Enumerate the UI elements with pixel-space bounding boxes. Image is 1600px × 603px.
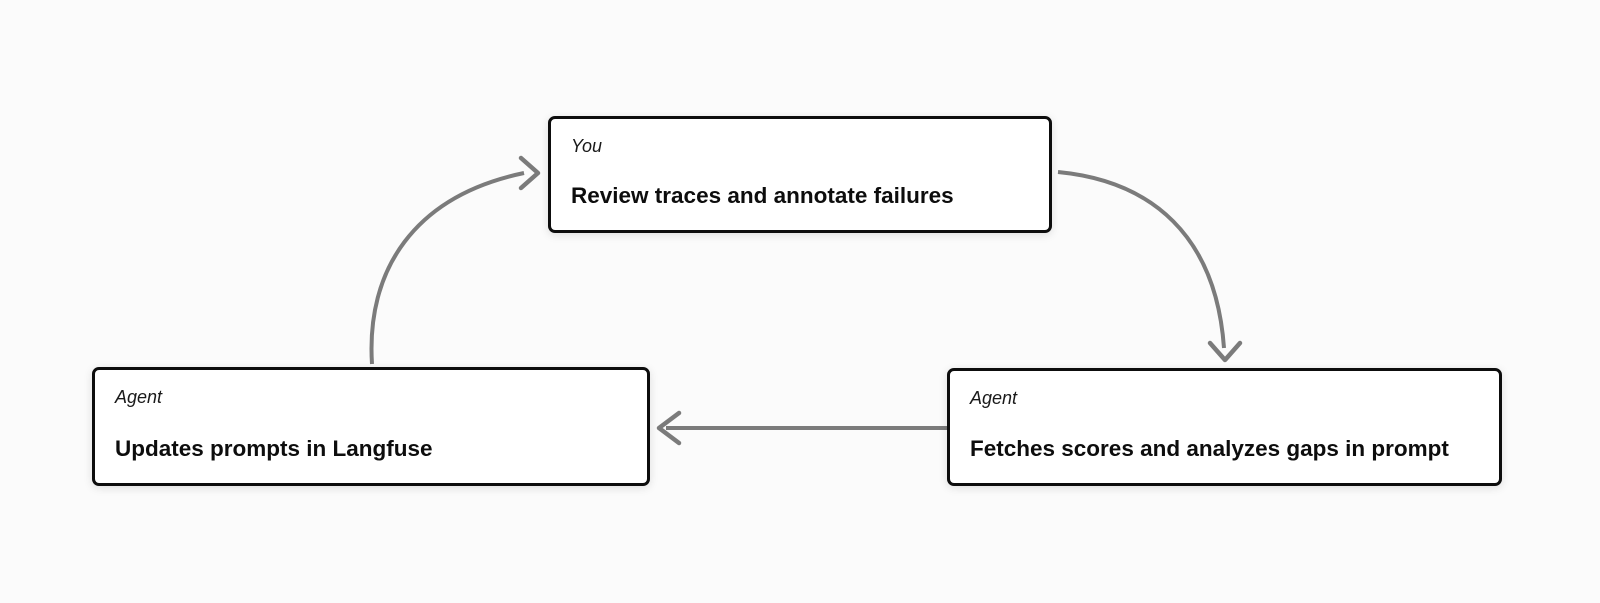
arrowhead-right-icon <box>518 155 541 191</box>
node-action-title: Updates prompts in Langfuse <box>115 436 433 461</box>
node-action-title: Review traces and annotate failures <box>571 183 954 208</box>
node-fetches-scores: Agent Fetches scores and analyzes gaps i… <box>947 368 1502 486</box>
edge-fetches-to-updates <box>656 410 947 446</box>
node-review-traces: You Review traces and annotate failures <box>548 116 1052 233</box>
edge-updates-to-review-line <box>369 171 525 365</box>
edge-review-to-fetches <box>1057 170 1243 363</box>
node-action-title: Fetches scores and analyzes gaps in prom… <box>970 436 1449 461</box>
node-updates-prompts: Agent Updates prompts in Langfuse <box>92 367 650 486</box>
node-actor-label: You <box>571 136 603 156</box>
arrowhead-down-icon <box>1207 340 1243 363</box>
node-actor-label: Agent <box>970 388 1018 408</box>
edge-updates-to-review <box>369 155 541 365</box>
edge-review-to-fetches-line <box>1057 170 1226 349</box>
arrowhead-left-icon <box>656 410 682 446</box>
node-actor-label: Agent <box>115 387 163 407</box>
